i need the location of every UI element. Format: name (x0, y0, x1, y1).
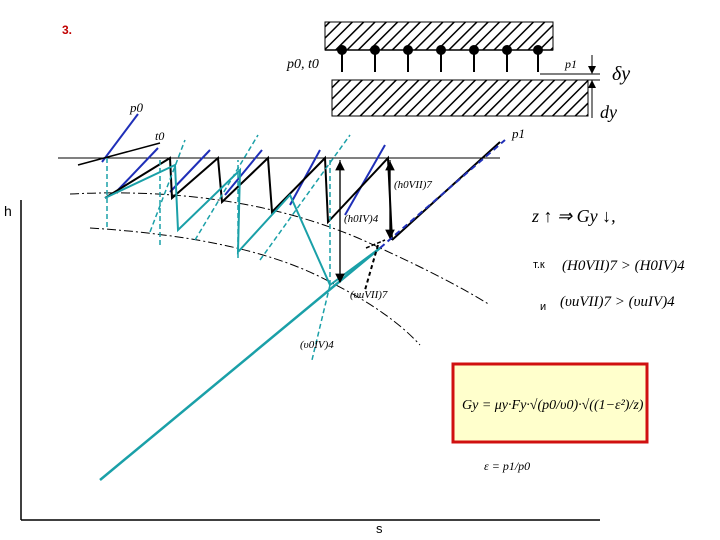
conclusion-line1: z ↑ ⇒ Gy ↓, (531, 206, 616, 226)
isobar-p0-label: p0 (129, 100, 144, 115)
v-vii-label: (υuVII)7 (350, 289, 388, 301)
conclusion-line3: (υuVII)7 > (υuIV)4 (560, 294, 675, 310)
isobar-p1-lower (99, 247, 381, 481)
conclusion-line2: (H0VII)7 > (H0IV)4 (562, 258, 685, 274)
h-s-axes (20, 200, 600, 521)
s-axis-label: s (376, 521, 383, 536)
lower-hatched-wall (331, 79, 589, 117)
h-axis-label: h (4, 203, 12, 219)
h-iv-label: (h0IV)4 (344, 213, 379, 225)
v-iv-label: (υ0IV)4 (300, 339, 334, 351)
isobar-p1-upper (379, 139, 506, 249)
main-formula: Gy = μy·Fy·√(p0/υ0)·√((1−ε²)/z) (462, 398, 644, 413)
formula-box (451, 362, 649, 444)
upper-hatched-wall (324, 21, 554, 51)
seal-teeth (337, 45, 543, 72)
diameter-label: dy (600, 102, 617, 122)
isobar-p1-label: p1 (511, 126, 525, 141)
and-word: и (540, 301, 546, 313)
isotherm-t0 (77, 142, 161, 166)
throttling-line-iv (104, 155, 393, 241)
outlet-pressure-label: p1 (564, 57, 577, 71)
inlet-state-label: p0, t0 (286, 57, 319, 72)
h-vii-label: (h0VII)7 (394, 179, 432, 191)
curve-iv (69, 192, 491, 306)
gap-label: δy (612, 63, 630, 85)
seal-sketch (324, 21, 600, 118)
slide-number: 3. (62, 23, 72, 37)
isobar-p0 (101, 113, 139, 163)
epsilon-formula: ε = p1/p0 (484, 459, 530, 473)
throttling-line-vii (104, 163, 381, 287)
tk-word: т.к (533, 259, 545, 271)
hs-diagram (58, 113, 506, 481)
curve-vii (89, 227, 421, 346)
isotherm-t0-label: t0 (155, 129, 164, 143)
